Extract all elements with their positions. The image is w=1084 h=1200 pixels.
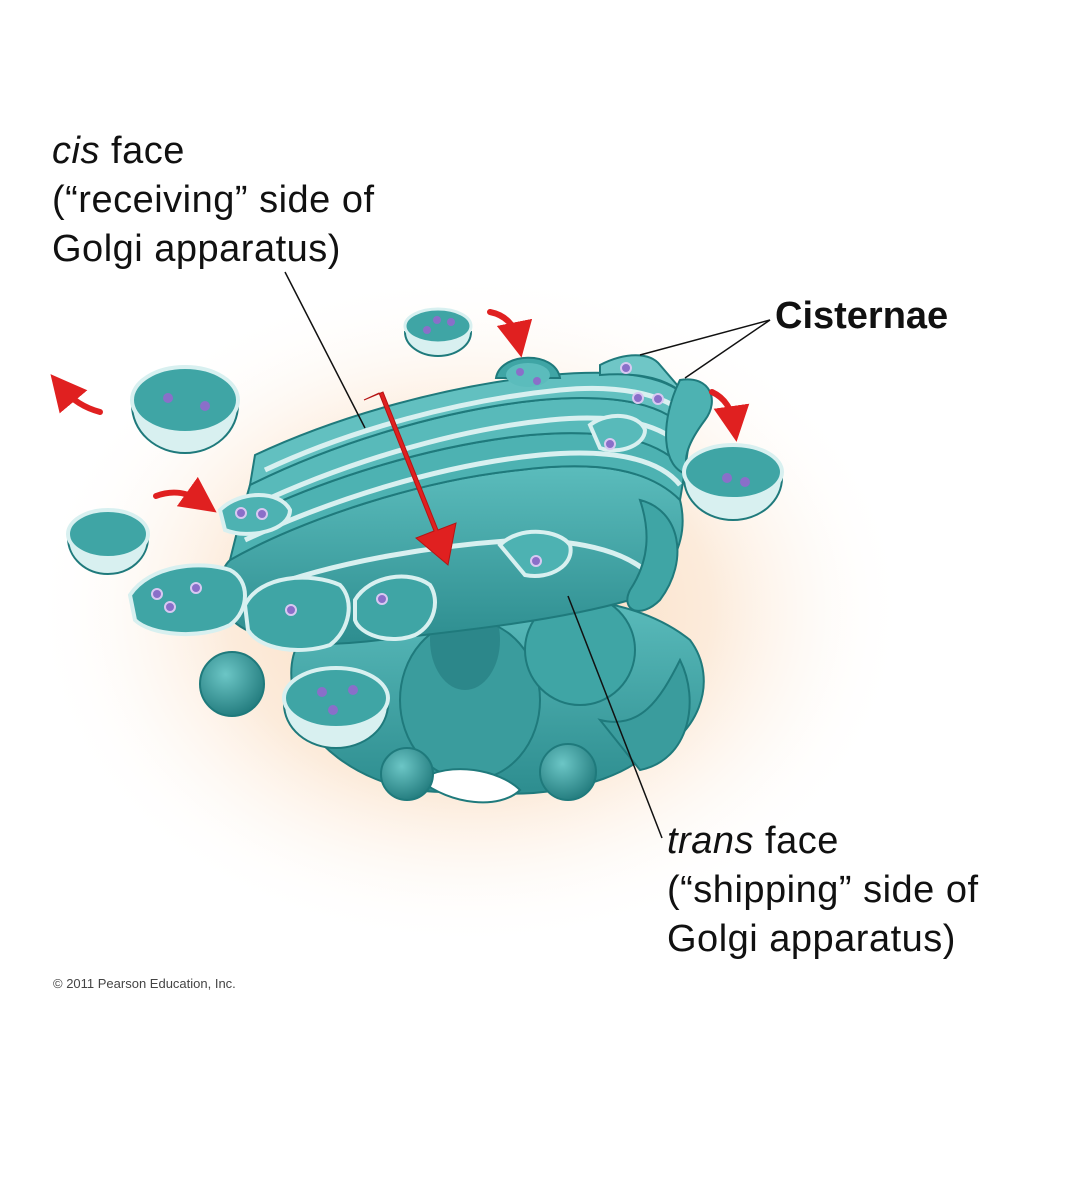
leader-lines (284, 271, 771, 839)
vesicle-upper-left (130, 365, 240, 454)
cis-line1-rest: face (99, 130, 185, 172)
cis-leader-line (284, 271, 366, 429)
cis-to-trans-arrow (363, 391, 457, 566)
trans-line2: (“shipping” side of (667, 869, 979, 911)
trans-leader-line (567, 595, 663, 839)
movement-arrows (50, 309, 750, 513)
cis-face-label: cis face (“receiving” side of Golgi appa… (52, 127, 375, 274)
trans-line3: Golgi apparatus) (667, 918, 956, 960)
copyright-notice: © 2011 Pearson Education, Inc. (53, 976, 236, 991)
cargo-molecules (151, 362, 664, 616)
cisternae-leader-line-1 (639, 319, 771, 356)
trans-term: trans (667, 820, 754, 862)
arrow-curved-right (709, 389, 750, 442)
arrow-curved-left-in (153, 476, 217, 513)
vesicle-budding-top (494, 356, 562, 387)
cis-term: cis (52, 130, 100, 172)
vesicles (66, 307, 784, 749)
vesicle-top-small (403, 307, 473, 357)
arrow-curved-left-out (50, 374, 103, 415)
cis-line3: Golgi apparatus) (52, 228, 341, 270)
cisternae-label: Cisternae (775, 295, 949, 337)
trans-face-label: trans face (“shipping” side of Golgi app… (667, 817, 979, 964)
trans-line1-rest: face (753, 820, 839, 862)
cisternae-leader-line-2 (684, 319, 771, 379)
vesicle-right (682, 443, 784, 521)
golgi-body (290, 590, 705, 804)
cisternae-stack (127, 354, 713, 652)
vesicle-bottom-left (282, 666, 390, 749)
arrow-curved-top (487, 309, 533, 358)
vesicle-left (66, 508, 150, 575)
cis-line2: (“receiving” side of (52, 179, 375, 221)
spherical-vesicles (199, 651, 597, 801)
